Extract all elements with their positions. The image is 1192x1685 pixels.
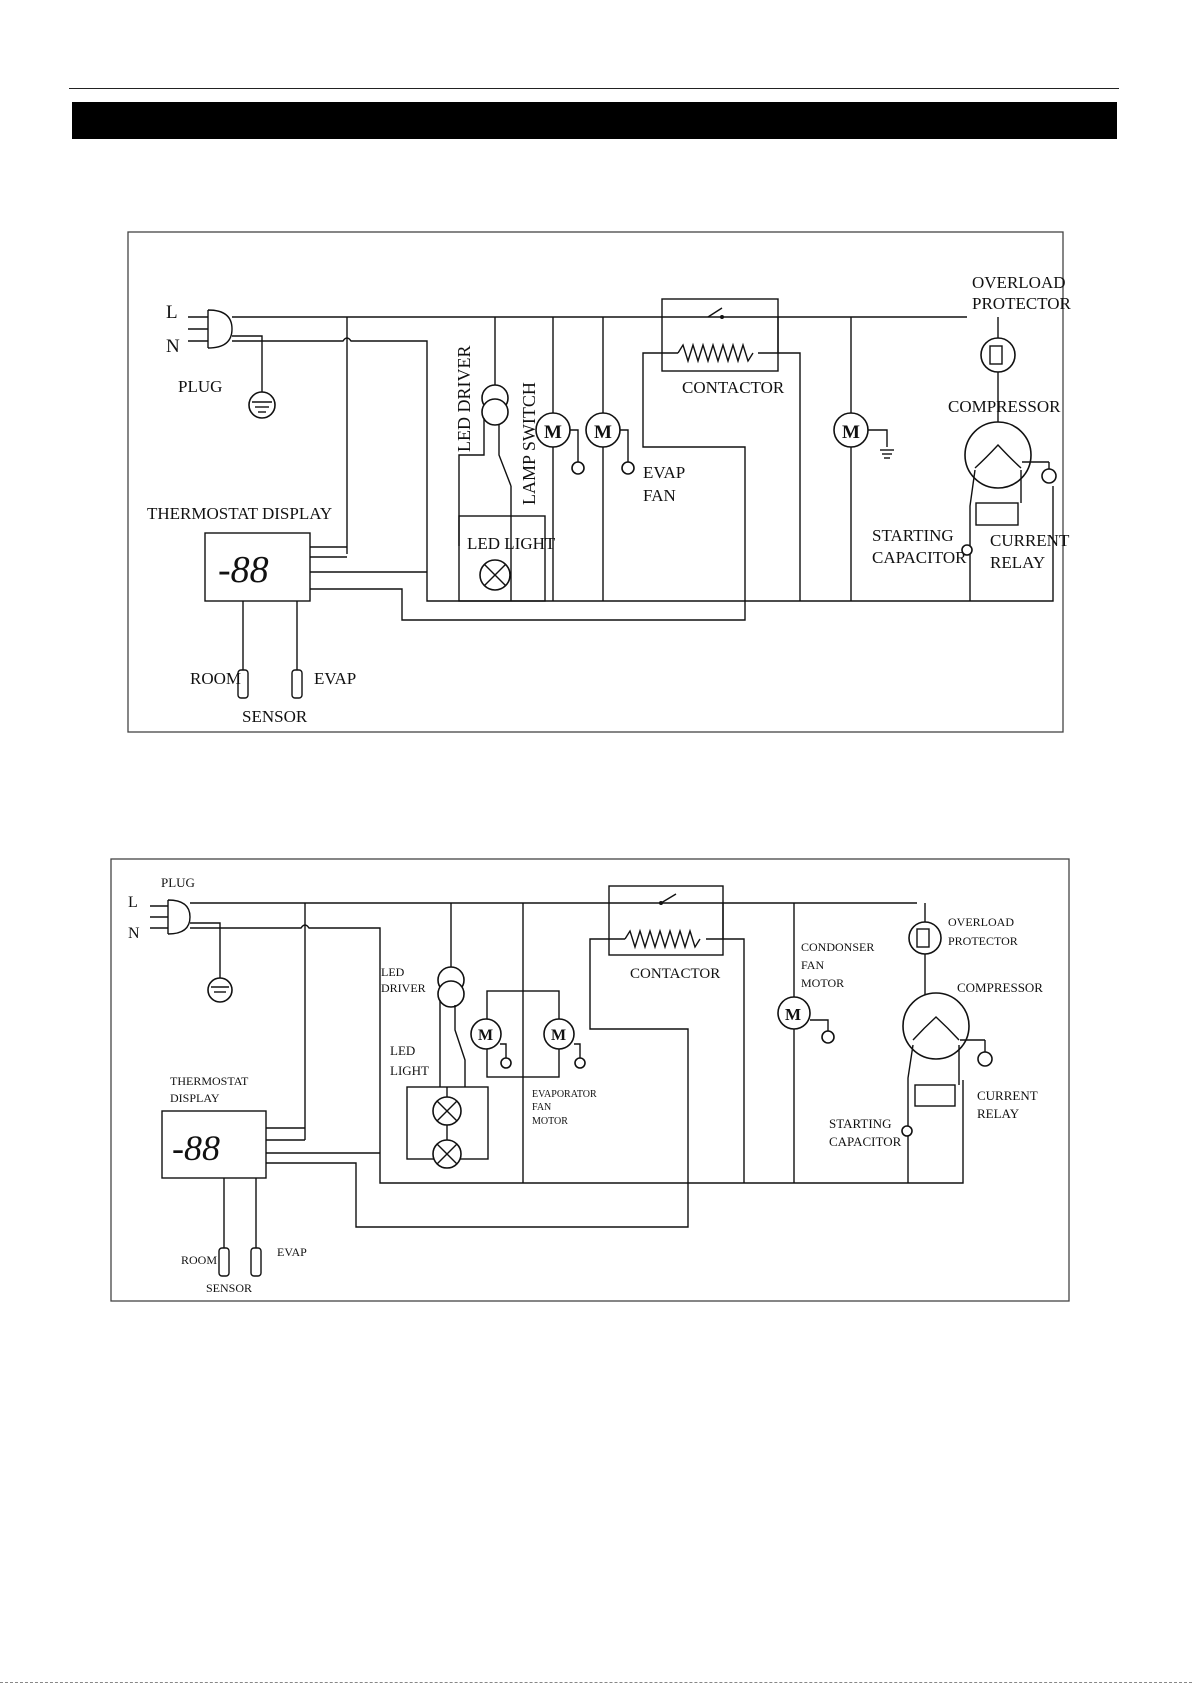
overload-protector-2 — [908, 903, 942, 1000]
led-light-label-1: LED LIGHT — [467, 534, 556, 553]
current-label-2b: RELAY — [977, 1106, 1020, 1121]
footer-rule — [0, 1682, 1192, 1684]
evap-label-1: EVAP — [314, 669, 356, 688]
motor-label-2b: M — [551, 1027, 566, 1044]
overload-label-2b: PROTECTOR — [948, 934, 1018, 948]
evaporator-fan-motors-2 — [470, 903, 586, 1183]
motor-label-1a: M — [544, 422, 562, 443]
evaporator-label-2b: FAN — [532, 1102, 551, 1113]
plug-symbol-2 — [150, 899, 191, 935]
room-label-2: ROOM — [181, 1253, 217, 1267]
led-light-label-2a: LED — [390, 1043, 415, 1058]
ground-icon-2 — [190, 922, 233, 1003]
diagram-2-frame — [110, 858, 1070, 1302]
contactor-symbol-1 — [310, 298, 801, 621]
evap-label-2: EVAP — [277, 1245, 307, 1259]
thermostat-label-1: THERMOSTAT DISPLAY — [147, 504, 332, 523]
led-driver-label-2b: DRIVER — [381, 981, 426, 995]
section-title-bar — [72, 102, 1117, 139]
plug-n-label-2: N — [128, 925, 140, 942]
room-label-1: ROOM — [190, 669, 241, 688]
evaporator-label-2a: EVAPORATOR — [532, 1089, 597, 1100]
diagram-1-frame — [127, 231, 1064, 733]
led-driver-symbol-1 — [458, 317, 546, 602]
plug-symbol-1 — [188, 309, 233, 349]
motor-symbol-1a — [535, 317, 585, 601]
line-n-1 — [232, 337, 1054, 602]
current-label-1a: CURRENT — [990, 531, 1070, 550]
ground-icon — [232, 335, 276, 419]
starting-label-2a: STARTING — [829, 1116, 891, 1131]
capacitor-symbol-1 — [961, 544, 973, 556]
compressor-label-2: COMPRESSOR — [957, 980, 1043, 995]
display-value-2: -88 — [172, 1128, 220, 1168]
header-rule — [69, 88, 1119, 89]
evap-fan-label-1b: FAN — [643, 486, 676, 505]
led-driver-label-2a: LED — [381, 965, 405, 979]
contactor-label-1: CONTACTOR — [682, 378, 785, 397]
compressor-symbol-1 — [964, 421, 1057, 601]
condenser-label-2a: CONDONSER — [801, 940, 874, 954]
plug-label-1: PLUG — [178, 377, 222, 396]
current-label-1b: RELAY — [990, 553, 1045, 572]
condenser-label-2b: FAN — [801, 958, 824, 972]
motor-label-1c: M — [842, 422, 860, 443]
lamp-switch-label-1: LAMP SWITCH — [519, 382, 539, 505]
display-value-1: -88 — [218, 549, 269, 591]
condenser-label-2c: MOTOR — [801, 976, 844, 990]
sensor-label-2: SENSOR — [206, 1281, 252, 1295]
motor-label-2c: M — [785, 1005, 801, 1024]
overload-label-1a: OVERLOAD — [972, 273, 1066, 292]
current-label-2a: CURRENT — [977, 1088, 1038, 1103]
contactor-label-2: CONTACTOR — [630, 966, 720, 982]
evaporator-label-2c: MOTOR — [532, 1116, 568, 1127]
motor-label-2a: M — [478, 1027, 493, 1044]
motor-symbol-1b — [585, 317, 635, 601]
thermostat-display-2 — [161, 1110, 380, 1179]
starting-label-1a: STARTING — [872, 526, 954, 545]
plug-l-label-2: L — [128, 894, 138, 911]
condenser-motor-2 — [777, 903, 835, 1183]
compressor-label-1: COMPRESSOR — [948, 397, 1061, 416]
plug-l-label-1: L — [166, 302, 178, 323]
led-driver-label-1: LED DRIVER — [454, 346, 474, 453]
lamp-icon-1 — [479, 559, 511, 591]
led-light-label-2b: LIGHT — [390, 1063, 429, 1078]
motor-symbol-1c — [833, 317, 894, 601]
starting-label-2b: CAPACITOR — [829, 1134, 902, 1149]
starting-label-1b: CAPACITOR — [872, 548, 967, 567]
plug-label-2: PLUG — [161, 875, 195, 890]
thermostat-label-2a: THERMOSTAT — [170, 1074, 249, 1088]
contactor-symbol-2 — [266, 885, 745, 1228]
thermostat-label-2b: DISPLAY — [170, 1091, 220, 1105]
sensor-label-1: SENSOR — [242, 707, 308, 726]
overload-protector-1 — [980, 317, 1016, 424]
compressor-symbol-2 — [902, 992, 993, 1183]
motor-label-1b: M — [594, 422, 612, 443]
sensor-probes-1 — [237, 601, 303, 699]
line-n-2 — [190, 924, 964, 1184]
led-driver-symbol-2 — [406, 903, 489, 1169]
thermostat-display-1 — [204, 532, 427, 602]
evap-fan-label-1a: EVAP — [643, 463, 685, 482]
plug-n-label-1: N — [166, 336, 180, 357]
overload-label-1b: PROTECTOR — [972, 294, 1072, 313]
overload-label-2a: OVERLOAD — [948, 915, 1014, 929]
sensor-probes-2 — [218, 1178, 262, 1277]
capacitor-symbol-2 — [901, 1125, 913, 1137]
